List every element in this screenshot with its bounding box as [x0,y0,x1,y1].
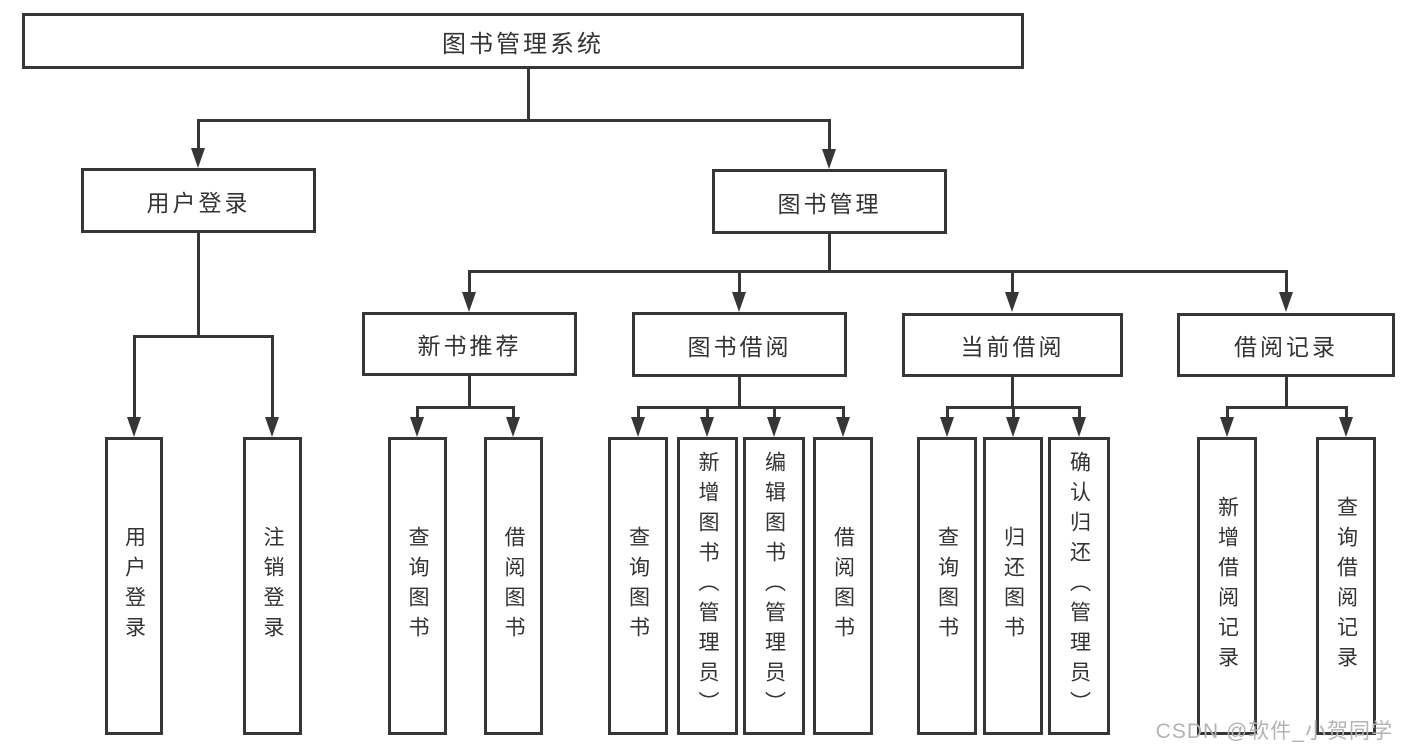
leaf-confirm-return-admin: 确认归还（管理员） [1048,437,1110,735]
arrowhead-leaf-logout [265,417,279,437]
arrowhead-leaf-user-login [127,417,141,437]
connector-drop-new-book [468,270,471,293]
connector-drop [706,406,709,418]
arrowhead-leaf [836,417,850,437]
leaf-label: 查询图书 [406,526,430,646]
connector-drop-user-login [197,119,200,149]
connector-records-stem [1285,377,1288,407]
leaf-user-login: 用户登录 [105,437,163,735]
connector-user-login-stem [197,233,200,336]
connector-root-stem [527,69,530,120]
connector-drop [416,406,419,418]
csdn-watermark: CSDN @软件_小贺同学 [1155,720,1393,743]
node-book-borrow: 图书借阅 [632,312,847,377]
leaf-label: 新增图书（管理员） [696,451,720,721]
arrowhead-leaf [410,417,424,437]
leaf-label: 查询借阅记录 [1334,496,1358,676]
node-new-book-recommend: 新书推荐 [362,312,577,376]
connector-drop [637,406,640,418]
connector-book-mgmt-split [468,270,1287,273]
arrowhead-leaf [1220,417,1234,437]
leaf-query-books-newrec: 查询图书 [388,437,447,735]
connector-drop-leaf-logout [271,335,274,417]
connector-drop [1012,406,1015,418]
leaf-query-books-current: 查询图书 [917,437,977,735]
leaf-add-book-admin: 新增图书（管理员） [677,437,738,735]
leaf-label: 借阅图书 [831,526,855,646]
connector-bookborrow-split [637,406,845,409]
connector-bookborrow-stem [738,377,741,407]
leaf-label: 注销登录 [261,526,285,646]
node-user-login-branch: 用户登录 [81,168,316,233]
leaf-label: 确认归还（管理员） [1067,451,1091,721]
leaf-borrow-books: 借阅图书 [813,437,873,735]
arrowhead-new-book [462,292,476,312]
arrowhead-borrow-records [1279,292,1293,312]
arrowhead-user-login [191,148,205,168]
node-label: 新书推荐 [417,333,522,359]
leaf-edit-book-admin: 编辑图书（管理员） [743,437,805,735]
leaf-label: 查询图书 [935,526,959,646]
connector-drop [842,406,845,418]
arrowhead-book-management [822,149,836,169]
arrowhead-current-borrow [1005,292,1019,312]
connector-drop-borrow-records [1285,270,1288,293]
connector-drop [946,406,949,418]
connector-drop [773,406,776,418]
connector-drop-leaf-user-login [133,335,136,417]
connector-currentborrow-stem [1011,377,1014,407]
connector-drop [512,406,515,418]
leaf-label: 编辑图书（管理员） [762,451,786,721]
leaf-query-books-borrow: 查询图书 [608,437,668,735]
connector-drop-book-borrow [738,270,741,293]
leaf-label: 借阅图书 [502,526,526,646]
arrowhead-leaf [1072,417,1086,437]
connector-drop [1226,406,1229,418]
node-label: 图书借阅 [687,333,792,360]
leaf-return-book: 归还图书 [983,437,1043,735]
node-current-borrow: 当前借阅 [902,313,1123,377]
connector-newrec-stem [468,376,471,407]
leaf-borrow-books-newrec: 借阅图书 [484,437,543,735]
arrowhead-book-borrow [732,292,746,312]
node-label: 图书管理 [777,190,882,217]
connector-root-split [197,119,830,122]
arrowhead-leaf [700,417,714,437]
node-label: 图书管理系统 [442,30,604,58]
arrowhead-leaf [506,417,520,437]
connector-drop [1345,406,1348,418]
leaf-query-borrow-record: 查询借阅记录 [1316,437,1376,735]
connector-drop-current-borrow [1011,270,1014,293]
connector-user-login-split [133,335,273,338]
connector-newrec-split [416,406,515,409]
arrowhead-leaf [940,417,954,437]
node-label: 当前借阅 [960,334,1065,360]
leaf-logout: 注销登录 [243,437,302,735]
node-borrow-records: 借阅记录 [1177,313,1395,377]
node-label: 用户登录 [146,189,251,216]
node-book-management: 图书管理 [712,169,947,234]
arrowhead-leaf [1006,417,1020,437]
connector-drop-book-management [828,119,831,149]
leaf-label: 新增借阅记录 [1215,496,1239,676]
leaf-label: 用户登录 [122,526,146,646]
connector-records-split [1226,406,1347,409]
leaf-label: 归还图书 [1001,526,1025,646]
node-label: 借阅记录 [1234,334,1338,360]
leaf-label: 查询图书 [626,526,650,646]
connector-book-mgmt-stem [828,234,831,272]
node-library-management-system: 图书管理系统 [22,13,1024,69]
connector-drop [1078,406,1081,418]
arrowhead-leaf [1339,417,1353,437]
arrowhead-leaf [631,417,645,437]
arrowhead-leaf [767,417,781,437]
leaf-add-borrow-record: 新增借阅记录 [1197,437,1257,735]
